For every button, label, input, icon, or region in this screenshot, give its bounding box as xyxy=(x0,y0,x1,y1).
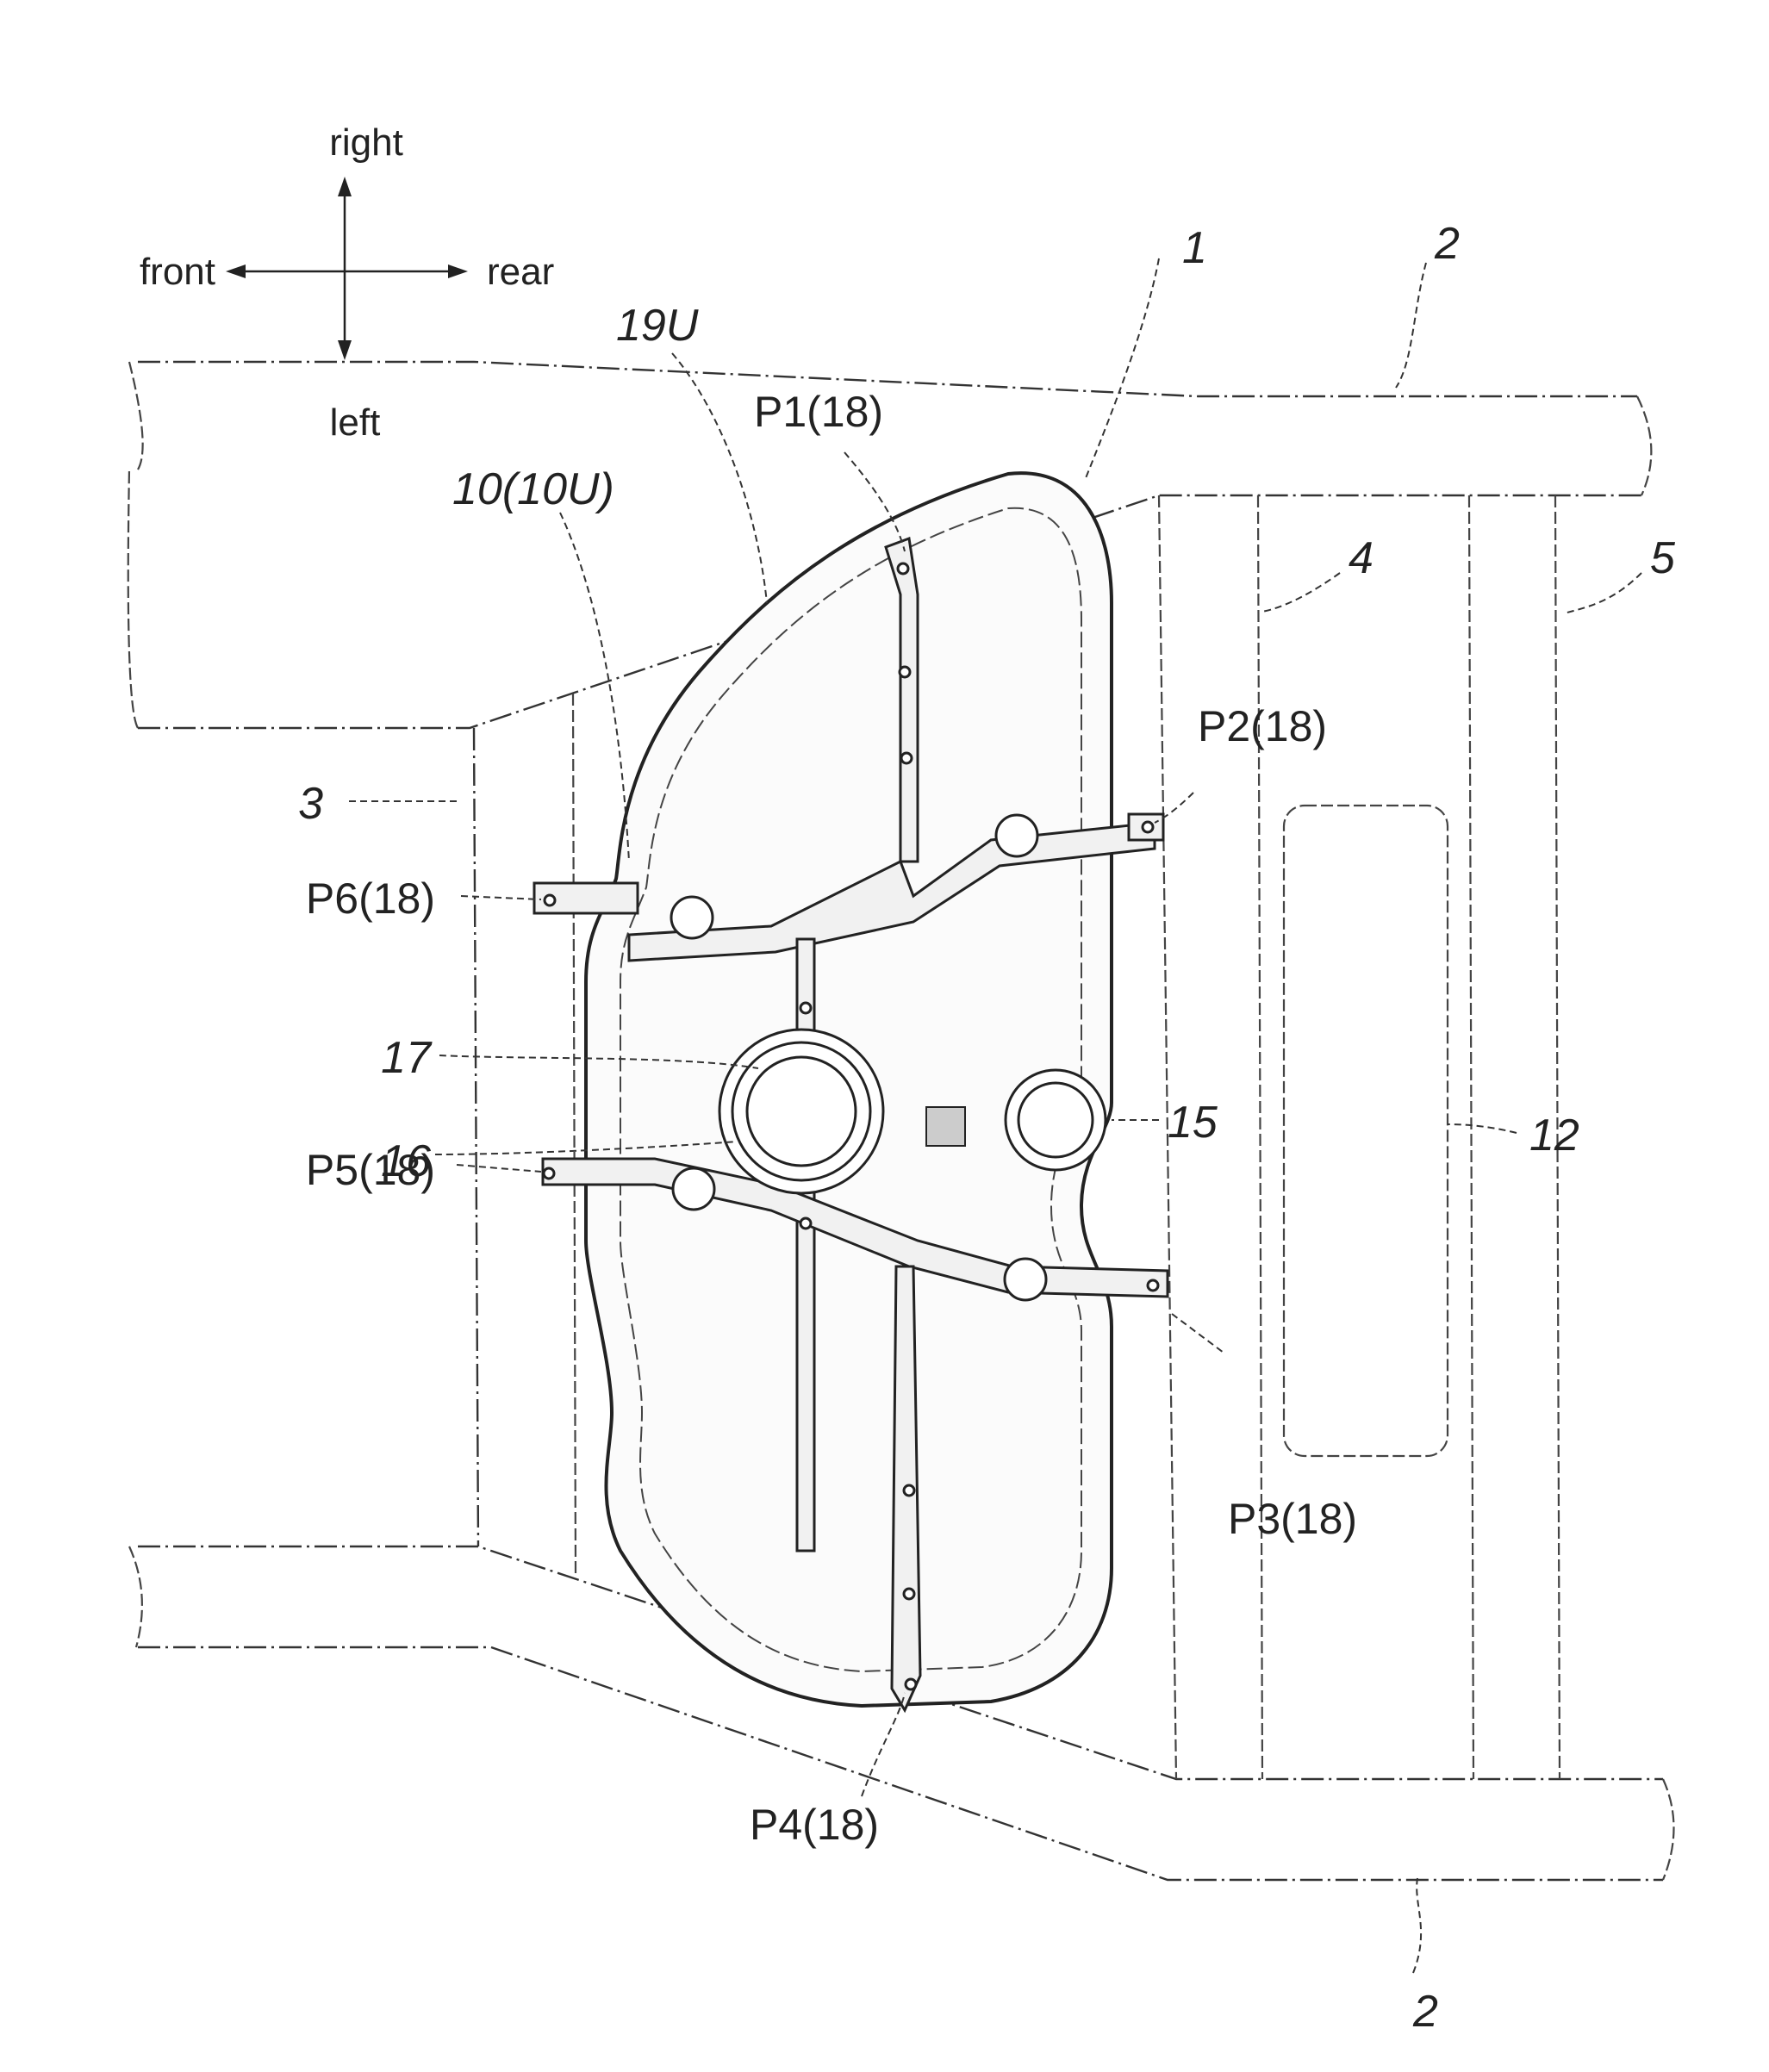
direction-label-rear: rear xyxy=(487,251,554,293)
mount-label-p6: P6(18) xyxy=(306,874,435,923)
mount-label-p4: P4(18) xyxy=(750,1801,879,1849)
direction-label-right: right xyxy=(329,121,403,164)
side-frame-top-outer xyxy=(138,362,1637,396)
frame-break-left-bottom xyxy=(129,1546,142,1647)
fuel-tank xyxy=(534,473,1168,1710)
direction-label-front: front xyxy=(140,251,215,293)
bolt-p3 xyxy=(1148,1280,1158,1291)
leader-2-top xyxy=(1396,263,1426,388)
cross-member-4-rear-edge xyxy=(1258,495,1262,1779)
bolt-center-bottom xyxy=(800,1218,811,1229)
direction-label-left: left xyxy=(330,401,381,444)
leader-p4 xyxy=(862,1693,905,1796)
mount-label-p2: P2(18) xyxy=(1198,702,1327,750)
leader-19u xyxy=(672,353,767,603)
cross-member-3-rear-edge xyxy=(573,694,576,1577)
boss-upper-right xyxy=(996,815,1037,856)
arrow-left-icon xyxy=(226,264,246,278)
frame-break-left-top xyxy=(128,362,143,728)
ref-label-12: 12 xyxy=(1529,1111,1579,1160)
leader-p3 xyxy=(1172,1314,1224,1353)
leader-p6 xyxy=(461,896,541,899)
connector-icon xyxy=(926,1107,965,1146)
leader-1 xyxy=(1086,258,1159,478)
opening-12 xyxy=(1284,806,1448,1456)
direction-indicator: right left front rear xyxy=(140,121,554,444)
bolt-p5 xyxy=(544,1168,554,1179)
leader-2-bottom xyxy=(1413,1878,1421,1973)
ref-label-2-bottom: 2 xyxy=(1412,1987,1438,2037)
mount-label-p3: P3(18) xyxy=(1228,1495,1357,1543)
arrow-up-icon xyxy=(338,177,352,196)
ref-label-2-top: 2 xyxy=(1434,219,1460,269)
cross-member-5-front-edge xyxy=(1469,495,1473,1779)
pump-inner xyxy=(1018,1083,1093,1157)
filler-inner xyxy=(747,1057,856,1166)
bolt-p1 xyxy=(898,563,908,574)
ref-label-1: 1 xyxy=(1182,223,1207,273)
ref-label-17: 17 xyxy=(381,1033,433,1083)
bolt-p4-c xyxy=(904,1485,914,1496)
bolt-p4 xyxy=(906,1679,916,1689)
boss-lower-left xyxy=(673,1168,714,1210)
mount-label-p5: P5(18) xyxy=(306,1146,435,1194)
ref-label-5: 5 xyxy=(1650,533,1676,583)
mount-label-p1: P1(18) xyxy=(754,388,883,436)
leader-12 xyxy=(1448,1124,1517,1133)
ref-label-4: 4 xyxy=(1349,533,1373,583)
bolt-p1-c xyxy=(901,753,912,763)
bolt-center-top xyxy=(800,1003,811,1013)
ref-label-10-10u: 10(10U) xyxy=(452,464,614,514)
bolt-p1-b xyxy=(900,667,910,677)
ref-label-19u: 19U xyxy=(616,301,699,351)
boss-upper-left xyxy=(671,897,713,938)
boss-lower-right xyxy=(1005,1259,1046,1300)
filler-port-16 xyxy=(719,1030,883,1193)
arrow-down-icon xyxy=(338,340,352,360)
ref-label-15: 15 xyxy=(1168,1098,1218,1148)
cross-member-3-front-edge xyxy=(474,728,478,1546)
bolt-p4-b xyxy=(904,1589,914,1599)
leader-10 xyxy=(560,513,629,862)
leader-5 xyxy=(1564,573,1641,613)
leader-4 xyxy=(1262,573,1340,612)
frame-break-right-bottom xyxy=(1663,1779,1674,1880)
bolt-p2 xyxy=(1143,822,1153,832)
arrow-right-icon xyxy=(448,264,468,278)
bolt-p6 xyxy=(545,895,555,905)
leader-p5 xyxy=(457,1165,541,1172)
frame-break-right-top xyxy=(1637,396,1651,495)
ref-label-3: 3 xyxy=(298,779,323,829)
